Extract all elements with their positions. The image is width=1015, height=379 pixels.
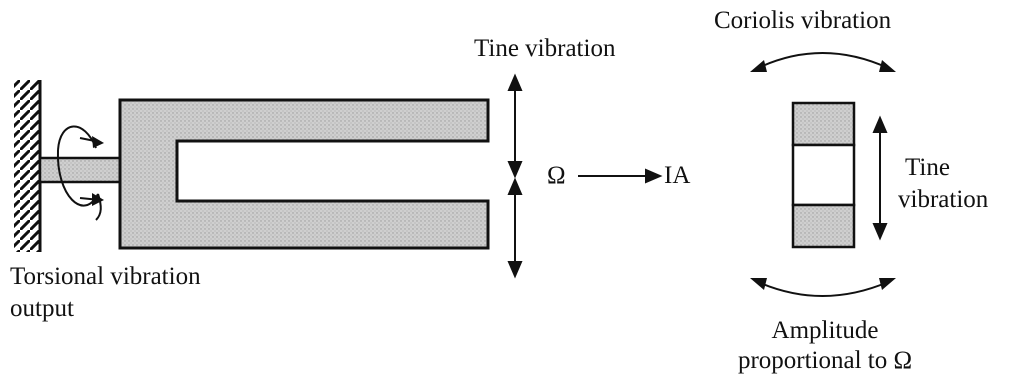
proportional-to-omega-label: proportional to Ω bbox=[737, 347, 913, 374]
arrow-down-icon bbox=[872, 223, 888, 241]
torsion-shaft bbox=[38, 156, 122, 184]
torsion-arrow-head-lower-icon bbox=[92, 193, 104, 206]
omega-symbol: Ω bbox=[547, 162, 566, 189]
arrow-right-icon bbox=[645, 168, 663, 184]
tine-vibration-arrow-section bbox=[872, 115, 888, 241]
fixed-wall bbox=[14, 80, 42, 252]
arrow-down-icon bbox=[507, 261, 523, 279]
coriolis-vibration-label: Coriolis vibration bbox=[714, 7, 892, 34]
tine-cross-section bbox=[791, 101, 856, 249]
input-axis-arrow bbox=[578, 168, 663, 184]
torsional-vibration-label: Torsional vibration bbox=[10, 263, 201, 290]
arrow-down-icon bbox=[507, 161, 523, 179]
arc-arrow-right-icon bbox=[879, 278, 896, 290]
coriolis-vibration-arc bbox=[757, 52, 889, 69]
arrow-up-icon bbox=[507, 177, 523, 195]
arc-arrow-left-icon bbox=[750, 60, 767, 72]
tine-label-right: Tine bbox=[905, 154, 950, 181]
arrow-up-icon bbox=[872, 115, 888, 133]
tine-vibration-label: Tine vibration bbox=[474, 35, 616, 62]
tine-vibration-arrows-fork bbox=[507, 73, 523, 279]
amplitude-arc bbox=[757, 281, 889, 297]
input-axis-label: IA bbox=[664, 162, 691, 189]
arc-arrow-right-icon bbox=[879, 60, 896, 72]
torsion-arrow-head-upper-icon bbox=[92, 136, 104, 148]
arrow-up-icon bbox=[507, 73, 523, 91]
vibration-label-right: vibration bbox=[898, 186, 989, 213]
arc-arrow-left-icon bbox=[750, 278, 767, 290]
amplitude-label: Amplitude bbox=[771, 317, 879, 344]
torsional-output-label: output bbox=[10, 295, 74, 322]
tuning-fork bbox=[118, 98, 490, 250]
